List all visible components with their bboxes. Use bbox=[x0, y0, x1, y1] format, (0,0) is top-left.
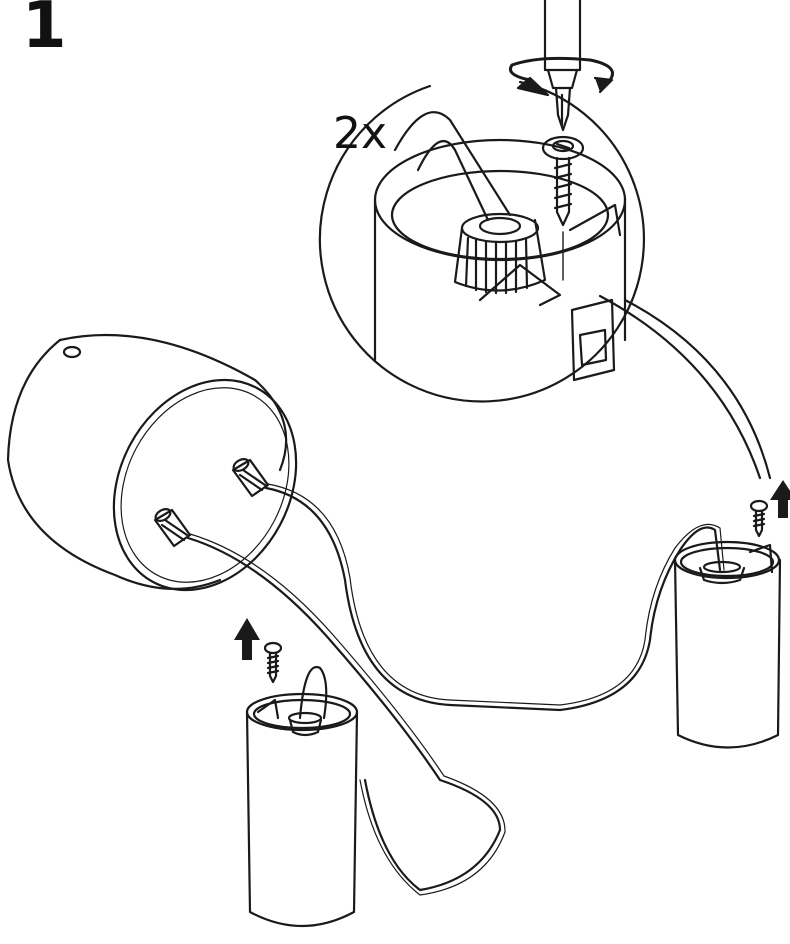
detail-zoom-circle bbox=[318, 80, 772, 480]
screw-icon bbox=[263, 641, 283, 684]
power-cable bbox=[186, 483, 725, 896]
detail-cable-nut bbox=[393, 111, 547, 295]
shade-right bbox=[673, 540, 782, 749]
screw-icon bbox=[749, 499, 769, 538]
screwdriver-icon bbox=[543, 0, 582, 132]
up-arrow-icon bbox=[234, 618, 260, 660]
up-arrow-icon bbox=[770, 480, 790, 518]
detail-cylinder bbox=[373, 138, 627, 382]
rotation-arrow-icon bbox=[509, 56, 614, 97]
screw-icon bbox=[541, 135, 585, 281]
step-number: 1 bbox=[22, 0, 67, 63]
ceiling-canopy bbox=[6, 333, 298, 592]
quantity-label: 2x bbox=[333, 108, 388, 159]
shade-left bbox=[245, 665, 359, 927]
canopy-cable-grip bbox=[153, 458, 270, 548]
